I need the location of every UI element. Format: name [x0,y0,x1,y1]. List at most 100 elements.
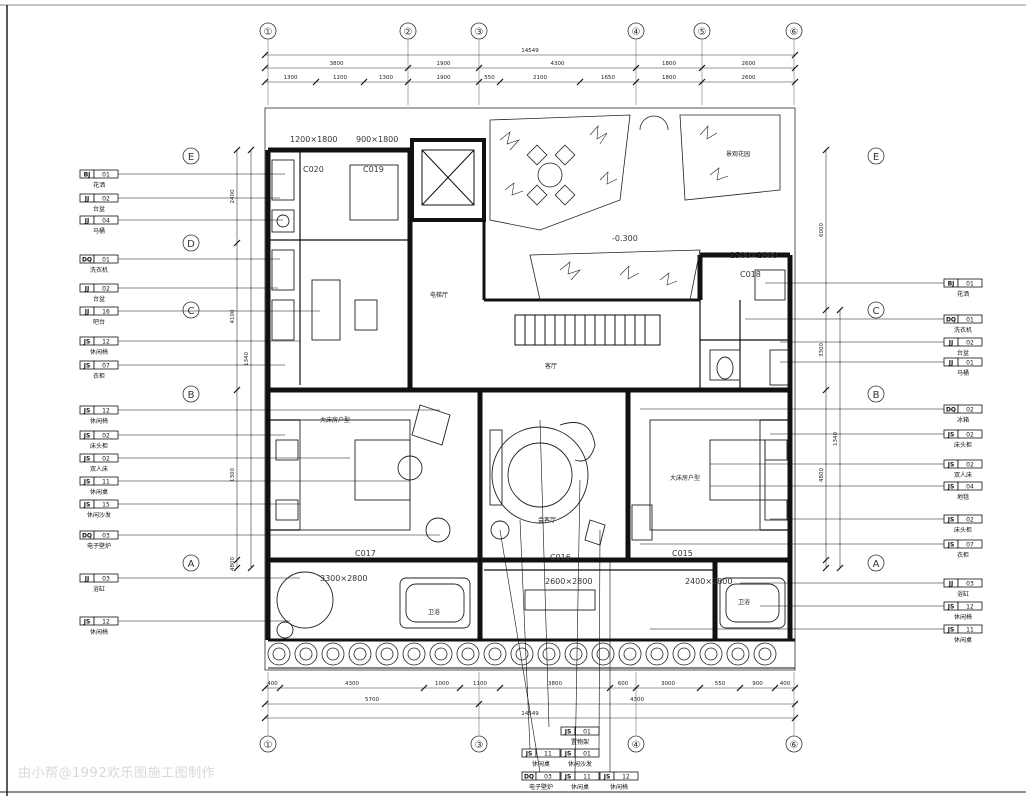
right-tag-text: 台盆 [957,349,969,357]
axis-bubble-bottom [785,735,803,753]
dim-top-1-tick [404,64,412,72]
opening-code-5: C016 [550,553,571,562]
dim-top-2-tick [475,78,483,86]
bottom-tag-num-box [574,748,600,758]
axis-bubble-right [867,147,885,165]
right-tag-num-box [957,481,983,491]
dim-bottom-1-tick [736,684,744,692]
left-tag-code: JJ [84,576,89,583]
dim-left-1-tick [233,386,241,394]
window-size-1: 1200×1800 [290,135,337,144]
room-labels: 电梯厅 客厅 大床房户型 大床房户型 会客厅 卫浴 卫浴 景观花园 [320,150,750,616]
right-tag-num-box [957,578,983,588]
axis-bubble-left [182,554,200,572]
dim-left-2-tick [247,564,255,572]
planter-inner [407,647,421,661]
dim-top-1-label: 2600 [742,61,756,67]
dim-right-2-label: 1340 [833,432,839,446]
dim-bottom-1-label: 1000 [435,681,449,687]
bottom-tag-leader [499,529,541,773]
furniture-outlines [271,159,789,639]
dim-bottom-2-label: 4300 [630,697,644,703]
bottom-tag-code: JS [564,729,572,736]
right-tag-text: 床头柜 [954,441,972,449]
dim-total-top-tick [791,51,799,59]
dim-left-1-label: 1300 [230,468,236,482]
left-tag-text: 马桶 [93,227,105,235]
planter [618,642,642,666]
bottom-tag-text: 休闲沙发 [568,760,592,768]
dim-top-2-label: 1300 [379,75,393,81]
left-tag-code: JJ [84,196,89,203]
dim-top-1-tick [791,64,799,72]
dim-bottom-1-tick [696,684,704,692]
dim-top-2-tick [404,78,412,86]
planter [726,642,750,666]
bottom-tag-num-box [613,771,639,781]
planter [699,642,723,666]
left-tag-num: 02 [102,196,110,203]
planter-inner [380,647,394,661]
left-tag-code: JS [83,456,91,463]
dim-top-2-tick [632,78,640,86]
bottom-tag-num: 03 [544,774,552,781]
opening-code-6: C015 [672,549,693,558]
right-tag-code: JS [947,627,955,634]
right-tag-num-box [957,337,983,347]
left-tag-code: JS [83,363,91,370]
right-tag-text: 床头柜 [954,526,972,534]
planter-inner [623,647,637,661]
right-tag-num: 02 [966,432,974,439]
axis-bubble-right [867,301,885,319]
dim-bottom-1-label: 900 [752,681,763,687]
left-tag-num: 15 [102,502,110,509]
right-tag-num: 02 [966,340,974,347]
dim-top-2-tick [496,78,504,86]
bottom-tag-num: 11 [583,774,591,781]
left-tag-num: 04 [102,218,110,225]
dim-right-1-tick [822,306,830,314]
dim-top-1-tick [632,64,640,72]
planter [321,642,345,666]
right-tag-text: 衣柜 [957,551,969,559]
right-tag-code: DQ [946,317,956,324]
planter [402,642,426,666]
planter [591,642,615,666]
planter [483,642,507,666]
dim-top-2-label: 1650 [601,75,615,81]
right-tag-text: 花洒 [957,290,969,298]
axis-bubble-right [867,385,885,403]
planter-inner [677,647,691,661]
right-tag-code: BJ [948,281,955,288]
dim-top-2-tick [791,78,799,86]
dim-bottom-2-tick [261,700,269,708]
bottom-tag-num: 12 [622,774,630,781]
opening-code-2: C019 [363,165,384,174]
left-tag-code: JJ [84,218,89,225]
bottom-tag-num: 01 [583,751,591,758]
dim-total-top-tick [261,51,269,59]
left-tag-text: 休闲椅 [90,628,108,636]
left-tag-text: 休闲沙发 [87,511,111,519]
bottom-tag-leader [598,529,601,750]
dim-bottom-1-label: 4300 [345,681,359,687]
dim-right-2-tick [836,306,844,314]
axis-label-left: A [188,559,195,570]
left-tag-text: 床头柜 [90,442,108,450]
planter [537,642,561,666]
bottom-tag-code: DQ [524,774,534,781]
axis-bubble-left [182,234,200,252]
axis-label-right: B [873,390,880,401]
